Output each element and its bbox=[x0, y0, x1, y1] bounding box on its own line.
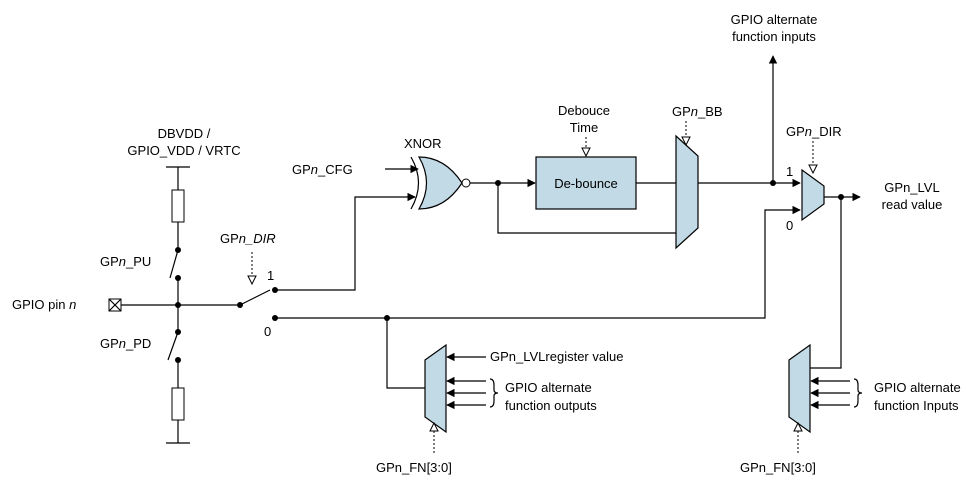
alt-in-brace bbox=[853, 378, 863, 408]
gpn-pd-label: GPn_PD bbox=[100, 336, 151, 351]
supply-label-2: GPIO_VDD / VRTC bbox=[127, 143, 240, 158]
mux-0-label: 0 bbox=[786, 218, 793, 233]
fn-left-control-arrow bbox=[429, 421, 439, 432]
alt-out-label-1: GPIO alternate bbox=[505, 380, 592, 395]
lvl-read-label-2: read value bbox=[882, 197, 943, 212]
mux-1-label: 1 bbox=[786, 164, 793, 179]
xnor-label: XNOR bbox=[404, 136, 442, 151]
direction-switch bbox=[239, 289, 271, 306]
dir-top-control-arrow bbox=[808, 164, 818, 175]
debounce-time-label-1: Debouce bbox=[558, 103, 610, 118]
fn-left-label: GPn_FN[3:0] bbox=[376, 460, 452, 475]
gpn-dir-top-label: GPn_DIR bbox=[786, 124, 842, 139]
alt-in-top-label-1: GPIO alternate bbox=[731, 12, 818, 27]
fn-right-control-arrow bbox=[793, 421, 803, 432]
gpn-pu-label: GPn_PU bbox=[100, 254, 151, 269]
alt-out-label-2: function outputs bbox=[505, 398, 597, 413]
fn-right-label: GPn_FN[3:0] bbox=[740, 460, 816, 475]
debounce-label: De-bounce bbox=[554, 176, 618, 191]
supply-label-1: DBVDD / bbox=[158, 126, 211, 141]
alt-in-top-label-2: function inputs bbox=[732, 29, 816, 44]
lvl-reg-label: GPn_LVLregister value bbox=[490, 349, 623, 364]
pull-down-switch bbox=[167, 331, 179, 361]
alt-in-right-label-2: function Inputs bbox=[874, 398, 959, 413]
switch-1-label: 1 bbox=[267, 268, 274, 283]
output-function-mux bbox=[424, 343, 447, 434]
pull-up-switch bbox=[169, 249, 179, 279]
switch-0-label: 0 bbox=[264, 324, 271, 339]
pull-down-resistor bbox=[171, 387, 185, 421]
gpio-pin-icon bbox=[108, 298, 122, 312]
gpn-bb-label: GPn_BB bbox=[672, 104, 723, 119]
alt-out-brace bbox=[489, 378, 499, 408]
input-function-mux bbox=[788, 343, 811, 434]
debounce-block bbox=[535, 156, 637, 210]
pull-up-resistor bbox=[171, 189, 185, 223]
gpn-cfg-label: GPn_CFG bbox=[292, 162, 353, 177]
bb-control-arrow bbox=[681, 136, 691, 147]
debounce-time-label-2: Time bbox=[570, 120, 598, 135]
gpn-dir-left-label: GPn_DIR bbox=[220, 231, 276, 246]
alt-in-right-label-1: GPIO alternate bbox=[874, 380, 961, 395]
direction-mux bbox=[801, 168, 825, 222]
pull-resistor-network bbox=[166, 166, 190, 444]
lvl-read-label-1: GPn_LVL bbox=[884, 180, 939, 195]
xnor-gate bbox=[410, 156, 471, 210]
bypass-mux bbox=[675, 134, 699, 250]
debounce-time-arrow bbox=[581, 147, 591, 158]
dir-control-arrow bbox=[247, 275, 257, 286]
gpio-pin-label: GPIO pin n bbox=[12, 297, 76, 312]
